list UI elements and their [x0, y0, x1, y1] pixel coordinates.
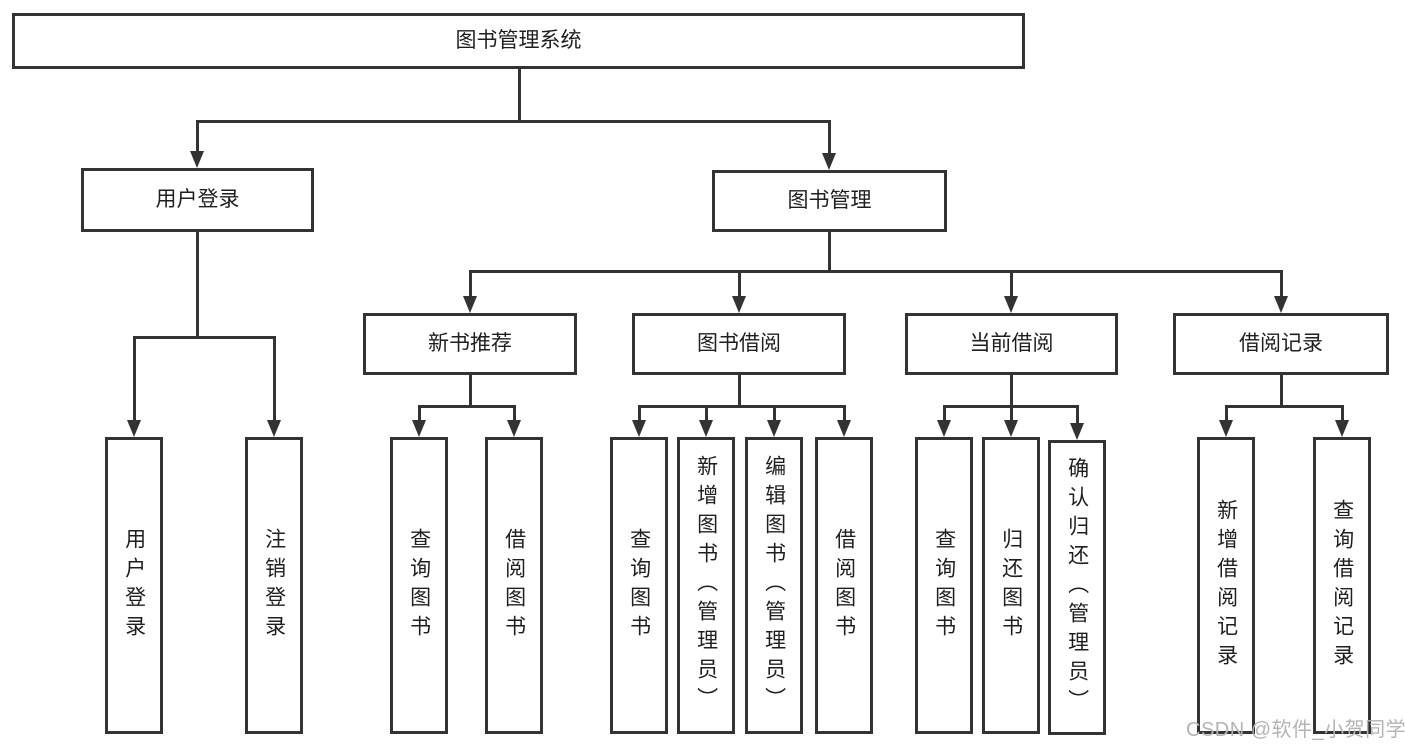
connector-line: [773, 405, 776, 422]
connector-line: [196, 120, 199, 153]
node-label: 用户登录: [122, 527, 146, 644]
arrowhead-icon: [937, 420, 951, 437]
node-current-query-book: 查询图书: [915, 437, 973, 734]
connector-line: [1280, 270, 1283, 297]
connector-line: [705, 405, 708, 422]
node-book-borrowing: 图书借阅: [632, 313, 846, 375]
arrowhead-icon: [837, 420, 851, 437]
node-recommend-query-book: 查询图书: [390, 437, 448, 734]
connector-line: [1076, 405, 1079, 425]
connector-line: [828, 232, 831, 270]
node-borrowing-records: 借阅记录: [1173, 313, 1389, 375]
connector-line: [273, 336, 276, 422]
node-borrowing-query-book: 查询图书: [610, 437, 668, 734]
node-label: 图书借阅: [697, 332, 781, 356]
connector-line: [828, 120, 831, 155]
node-label: 查询图书: [627, 527, 651, 644]
node-borrowing-borrow-book: 借阅图书: [815, 437, 873, 734]
node-label: 借阅图书: [832, 527, 856, 644]
node-borrowing-add-book-admin: 新增图书（管理员）: [677, 437, 735, 734]
connector-line: [133, 336, 276, 339]
node-library-system: 图书管理系统: [12, 13, 1025, 69]
arrowhead-icon: [1004, 420, 1018, 437]
connector-line: [469, 270, 472, 297]
arrowhead-icon: [1335, 420, 1349, 437]
node-label: 新书推荐: [428, 332, 512, 356]
node-label: 查询图书: [932, 527, 956, 644]
arrowhead-icon: [732, 296, 746, 313]
arrowhead-icon: [127, 420, 141, 437]
node-recommend-borrow-book: 借阅图书: [485, 437, 543, 734]
arrowhead-icon: [463, 296, 477, 313]
connector-line: [638, 405, 641, 422]
node-label: 归还图书: [999, 527, 1023, 644]
arrowhead-icon: [1274, 296, 1288, 313]
node-book-management: 图书管理: [712, 170, 947, 232]
node-records-query-record: 查询借阅记录: [1313, 437, 1371, 734]
node-leaf-user-login: 用户登录: [105, 437, 163, 734]
node-leaf-logout: 注销登录: [245, 437, 303, 734]
node-current-confirm-return-admin: 确认归还（管理员）: [1048, 440, 1106, 735]
csdn-watermark: CSDN @软件_小贺同学: [1186, 719, 1405, 741]
arrowhead-icon: [190, 151, 204, 168]
connector-line: [1225, 405, 1228, 422]
node-current-borrowing: 当前借阅: [905, 313, 1118, 375]
arrowhead-icon: [822, 153, 836, 170]
node-label: 新增图书（管理员）: [694, 455, 718, 716]
connector-line: [1010, 375, 1013, 405]
connector-line: [133, 336, 136, 422]
arrowhead-icon: [1070, 423, 1084, 440]
arrowhead-icon: [699, 420, 713, 437]
connector-line: [196, 232, 199, 336]
node-records-add-record: 新增借阅记录: [1197, 437, 1255, 734]
node-label: 查询借阅记录: [1330, 498, 1354, 673]
connector-line: [1225, 405, 1344, 408]
node-label: 用户登录: [155, 188, 240, 212]
connector-line: [738, 375, 741, 405]
node-label: 借阅记录: [1239, 332, 1323, 356]
connector-line: [638, 405, 846, 408]
arrowhead-icon: [1004, 296, 1018, 313]
node-label: 编辑图书（管理员）: [762, 455, 786, 716]
connector-line: [1010, 270, 1013, 297]
node-label: 借阅图书: [502, 527, 526, 644]
connector-line: [1280, 375, 1283, 405]
node-label: 当前借阅: [969, 332, 1054, 356]
arrowhead-icon: [767, 420, 781, 437]
connector-line: [418, 405, 515, 408]
connector-line: [196, 120, 831, 123]
connector-line: [518, 69, 521, 120]
node-label: 注销登录: [262, 527, 286, 644]
node-label: 图书管理: [787, 189, 872, 213]
connector-line: [738, 270, 741, 297]
connector-line: [469, 375, 472, 405]
node-user-login: 用户登录: [81, 168, 314, 232]
node-label: 查询图书: [407, 527, 431, 644]
connector-line: [1010, 405, 1013, 422]
node-new-book-recommend: 新书推荐: [363, 313, 577, 375]
connector-line: [418, 405, 421, 422]
connector-line: [1341, 405, 1344, 422]
node-label: 图书管理系统: [455, 29, 582, 53]
node-label: 确认归还（管理员）: [1065, 457, 1089, 718]
connector-line: [469, 270, 1282, 273]
arrowhead-icon: [507, 420, 521, 437]
node-current-return-book: 归还图书: [982, 437, 1040, 734]
connector-line: [513, 405, 516, 422]
node-borrowing-edit-book-admin: 编辑图书（管理员）: [745, 437, 803, 734]
connector-line: [843, 405, 846, 422]
arrowhead-icon: [412, 420, 426, 437]
arrowhead-icon: [1219, 420, 1233, 437]
node-label: 新增借阅记录: [1214, 498, 1238, 673]
arrowhead-icon: [267, 420, 281, 437]
arrowhead-icon: [632, 420, 646, 437]
connector-line: [943, 405, 946, 422]
